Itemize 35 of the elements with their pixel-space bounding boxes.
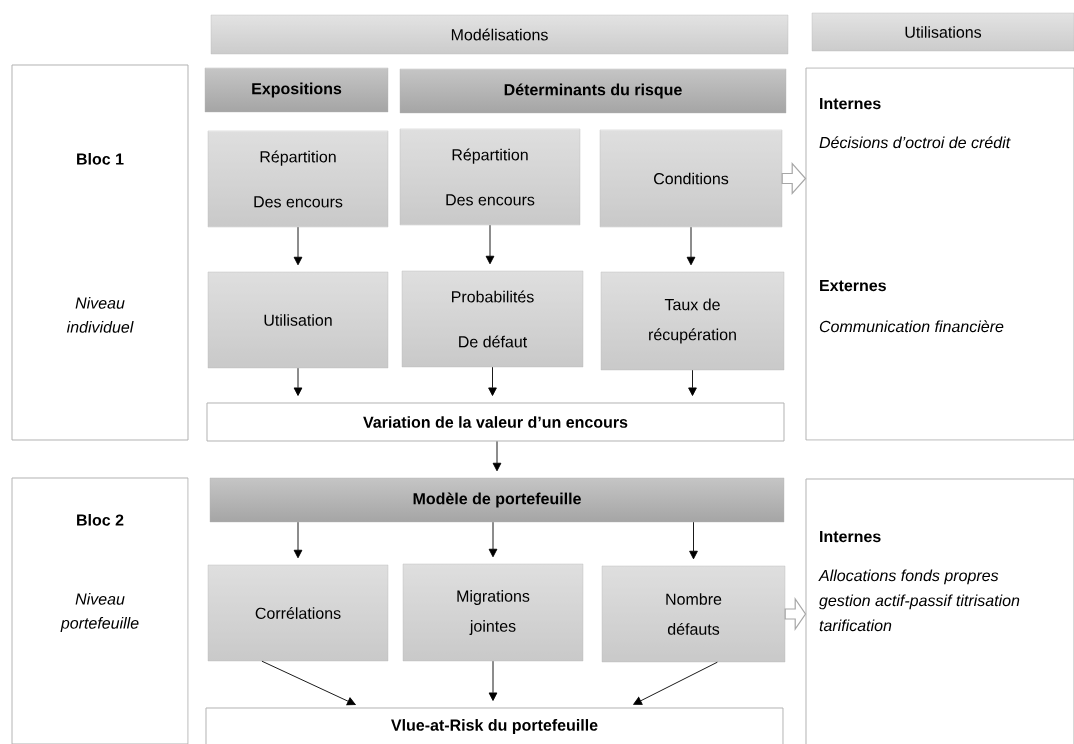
arrow [485,224,495,265]
arrow [633,661,718,705]
column-header: Déterminants du risque [399,68,787,114]
column-header: Expositions [204,67,389,113]
model-bar: Modèle de portefeuille [209,477,785,523]
block-arrow [784,597,807,631]
process-box: Répartition Des encours [399,128,581,226]
arrow [686,226,696,266]
process-box: Nombre défauts [601,565,786,663]
header-bar: Modélisations [210,14,789,55]
arrow [492,441,502,472]
arrow [293,226,303,266]
process-box: Utilisation [207,271,389,369]
result-box: Variation de la valeur d’un encours [206,402,785,442]
header-bar: Utilisations [811,12,1074,52]
arrow [488,521,498,558]
block-panel: Bloc 2 Niveau portefeuille [11,477,189,744]
block-arrow [781,161,807,196]
process-box: Migrations jointes [402,563,584,662]
arrow [688,369,697,396]
arrow [488,366,497,396]
process-box: Corrélations [207,564,389,662]
arrow [293,521,303,559]
process-box: Taux de récupération [600,271,785,371]
arrow [261,660,356,706]
block-panel: Bloc 1 Niveau individuel [11,64,189,441]
arrow [488,660,498,701]
usage-panel: Internes Décisions d’octroi de crédit Externes Communication financière [805,67,1074,441]
arrow [293,367,303,396]
process-box: Probabilités De défaut [401,270,584,368]
arrow [689,521,698,560]
usage-panel: Internes Allocations fonds propres gestion actif-passif titrisation tarification [805,478,1074,744]
process-box: Conditions [599,129,783,228]
result-box: Vlue-at-Risk du portefeuille [205,707,784,744]
process-box: Répartition Des encours [207,130,389,228]
